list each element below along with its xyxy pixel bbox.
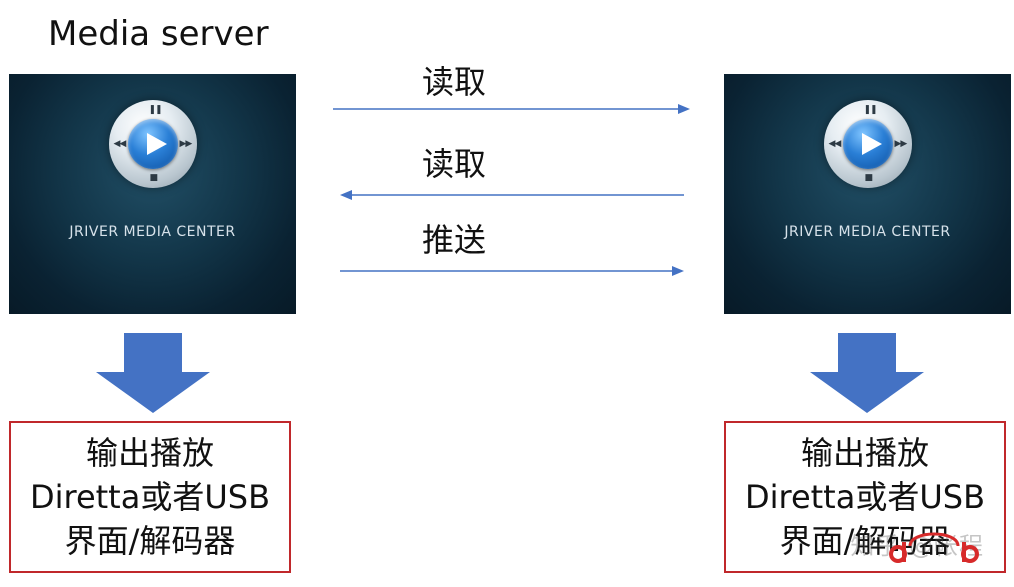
left-jriver-panel: ❚❚ ◀◀ ▶▶ ■ JRIVER MEDIA CENTER: [9, 74, 296, 314]
arrow-label-push: 推送: [422, 221, 487, 259]
right-output-line-1: 输出播放: [800, 434, 929, 472]
rewind-icon: ◀◀: [113, 139, 127, 149]
right-down-arrow-icon: [810, 333, 924, 413]
fast-forward-icon: ▶▶: [179, 139, 193, 149]
fast-forward-icon: ▶▶: [894, 139, 908, 149]
play-triangle-icon: [146, 133, 167, 155]
watermark-logo-icon: [889, 532, 979, 563]
left-brand-label: JRIVER MEDIA CENTER: [69, 224, 236, 240]
player-control-disc-icon: ❚❚ ◀◀ ▶▶ ■: [823, 100, 912, 188]
pause-icon: ❚❚: [148, 105, 163, 115]
left-output-box: 输出播放 Diretta或者USB 界面/解码器: [9, 421, 291, 573]
arrow-push-right: [340, 266, 684, 276]
right-output-line-3: 界面/解码器: [779, 522, 951, 560]
right-jriver-panel: ❚❚ ◀◀ ▶▶ ■ JRIVER MEDIA CENTER: [724, 74, 1011, 314]
right-brand-label: JRIVER MEDIA CENTER: [784, 224, 951, 240]
player-control-disc-icon: ❚❚ ◀◀ ▶▶ ■: [108, 100, 197, 188]
left-output-line-1: 输出播放: [85, 434, 214, 472]
rewind-icon: ◀◀: [828, 139, 842, 149]
play-button-icon: [842, 119, 893, 169]
arrow-label-read-2: 读取: [422, 145, 487, 183]
left-down-arrow-icon: [96, 333, 210, 413]
play-triangle-icon: [861, 133, 882, 155]
arrow-read-right: [333, 104, 690, 114]
right-output-line-2: Diretta或者USB: [744, 478, 986, 516]
stop-icon: ■: [149, 173, 158, 183]
play-button-icon: [127, 119, 178, 169]
left-output-line-2: Diretta或者USB: [29, 478, 271, 516]
media-server-title: Media server: [48, 14, 269, 54]
right-output-box: 输出播放 Diretta或者USB 界面/解码器: [724, 421, 1006, 573]
stop-icon: ■: [864, 173, 873, 183]
arrow-label-read-1: 读取: [422, 63, 487, 101]
pause-icon: ❚❚: [863, 105, 878, 115]
arrow-read-left: [340, 190, 684, 200]
left-output-line-3: 界面/解码器: [64, 522, 236, 560]
